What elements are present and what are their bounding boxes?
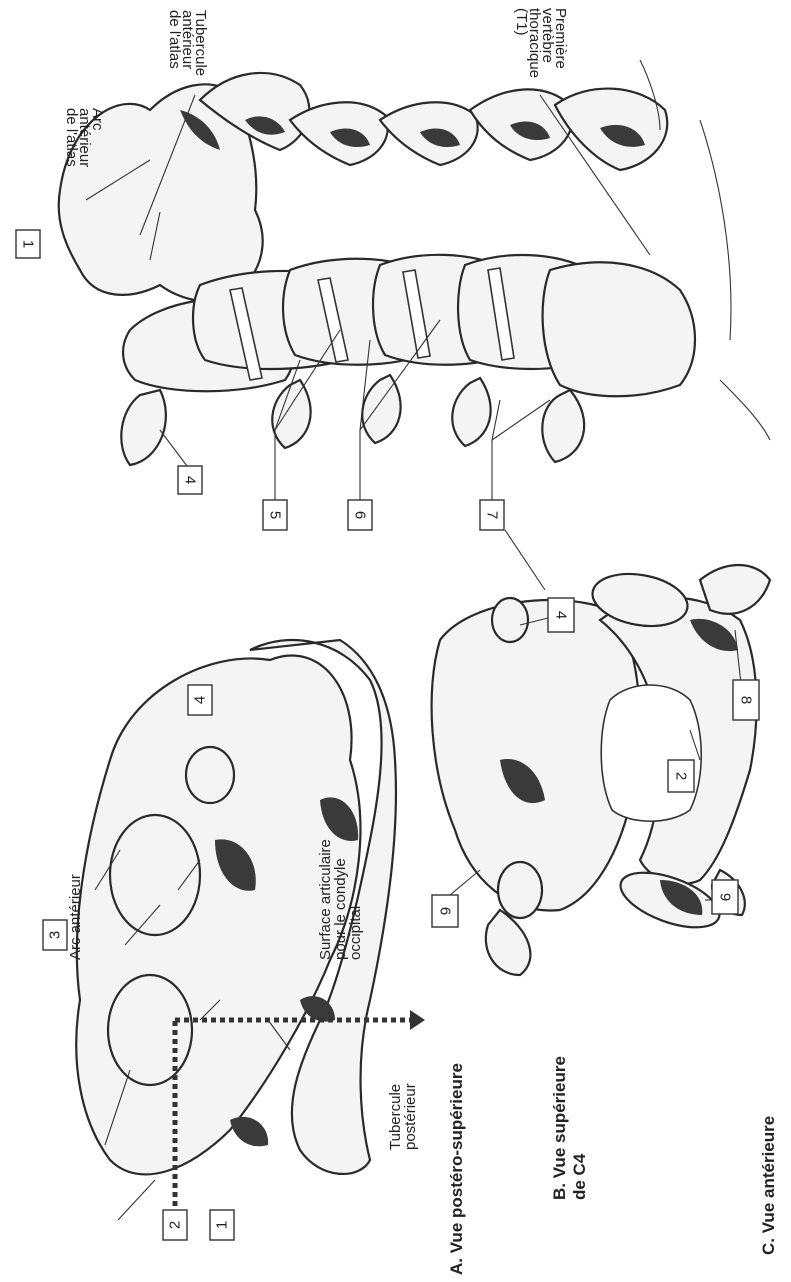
label-arc-anterieur-atlas-3: de l'atlas [63,108,80,167]
caption-view-a: A. Vue postéro-supérieure [447,1063,466,1275]
callout-b-9: 9 [712,880,738,914]
callout-b-8: 8 [733,680,759,720]
label-arc-anterieur: Arc antérieur [67,874,84,960]
callout-a-1: 1 [210,1210,234,1240]
view-c-cervical-column [59,60,770,465]
svg-text:2: 2 [167,1221,184,1229]
callout-b-6: 6 [432,895,458,927]
callout-b-2: 2 [668,760,694,792]
caption-view-b-line2: de C4 [570,1153,589,1200]
callout-b-4: 4 [548,598,574,632]
svg-text:8: 8 [738,696,755,704]
callout-a-3: 3 [43,920,67,950]
label-premiere-vertebre-4: (T1) [513,8,530,36]
svg-text:5: 5 [267,511,284,519]
svg-text:6: 6 [437,907,454,915]
callout-a-2: 2 [163,1210,187,1240]
callout-a-4: 4 [188,685,212,715]
svg-text:7: 7 [484,511,501,519]
callout-c-7: 7 [480,500,504,530]
callout-c-5: 5 [263,500,287,530]
callout-c-4: 4 [178,466,202,494]
label-tubercule-atlas-3: de l'atlas [166,10,183,69]
vertebral-body-t1 [543,262,695,396]
callout-c-1: 1 [16,230,40,258]
svg-text:3: 3 [47,931,64,939]
svg-text:2: 2 [673,772,690,780]
articular-surface-right [108,975,192,1085]
svg-text:4: 4 [553,611,570,619]
articular-surface-left [110,815,200,935]
dashed-arrow-head [410,1010,425,1030]
caption-view-c: C. Vue antérieure [759,1116,778,1255]
svg-text:6: 6 [352,511,369,519]
caption-view-b-line1: B. Vue supérieure [550,1056,569,1200]
atlas-transverse-process [186,747,234,803]
callout-c-6: 6 [348,500,372,530]
svg-text:4: 4 [192,696,209,704]
svg-text:4: 4 [182,476,199,484]
c4-vertebral-foramen [601,685,701,821]
label-surface-articulaire-3: occipital [347,906,364,960]
svg-text:1: 1 [214,1221,231,1229]
svg-text:9: 9 [717,893,734,901]
label-tubercule-posterieur-2: postérieur [402,1083,419,1150]
svg-text:1: 1 [20,240,37,248]
